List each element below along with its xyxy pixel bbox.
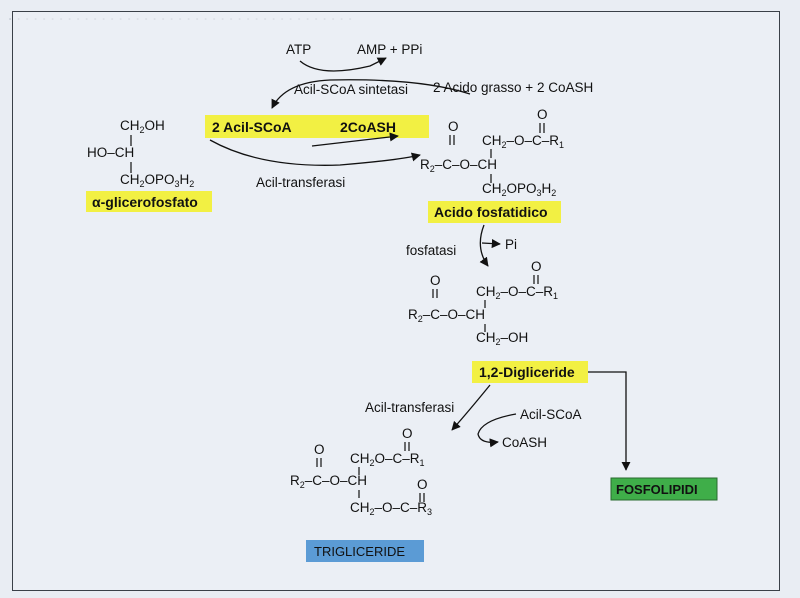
acil-transferasi-2-label: Acil-transferasi	[365, 400, 454, 415]
dg-ch2oh: CH2–OH	[476, 330, 528, 347]
atp-arrow	[299, 57, 387, 72]
transferase-arrow-1	[209, 139, 421, 166]
pa-top-o2: O	[537, 107, 548, 122]
glycerol-hoch: HO–CH	[87, 145, 134, 160]
acil-scoa-label: Acil-SCoA	[520, 407, 582, 422]
pi-label: Pi	[505, 237, 517, 252]
pa-top-o: O	[448, 119, 459, 134]
coash-arrow	[311, 132, 399, 147]
alfa-glicerofosfato-box	[86, 191, 212, 212]
tg-ch2ocr3: CH2–O–C–R3	[350, 500, 432, 517]
synthetase-arrow	[271, 79, 471, 109]
amp-ppi-label: AMP + PPi	[357, 42, 422, 57]
acil-scoa-sintetasi-label: Acil-SCoA sintetasi	[294, 82, 408, 97]
fosfolipidi-box	[610, 477, 718, 501]
glycerol-ch2opo3h2: CH2OPO3H2	[120, 172, 194, 189]
acil-scoa-box	[205, 115, 429, 138]
transferase-arrow-2	[451, 384, 491, 431]
acido-fosfatidico-box	[428, 201, 561, 223]
pa-ch2ocr1: CH2–O–C–R1	[482, 133, 564, 150]
coash-2-label: 2CoASH	[340, 119, 396, 135]
pa-r2: R2–C–O–CH	[420, 157, 497, 174]
trigliceride-label: TRIGLICERIDE	[314, 544, 405, 559]
fosfolipidi-arrow	[588, 371, 631, 471]
tg-r2: R2–C–O–CH	[290, 473, 367, 490]
alfa-glicerofosfato-label: α-glicerofosfato	[92, 194, 198, 210]
digliceride-label: 1,2-Digliceride	[479, 364, 575, 380]
trigliceride-box	[306, 540, 424, 562]
acido-grasso-label: 2 Acido grasso + 2 CoASH	[433, 80, 593, 95]
tg-o3: O	[417, 477, 428, 492]
acil-scoa-coash-arrow	[477, 413, 517, 448]
fosfatasi-arrow	[479, 224, 489, 267]
dg-r2: R2–C–O–CH	[408, 307, 485, 324]
acido-fosfatidico-label: Acido fosfatidico	[434, 204, 548, 220]
glycerol-ch2oh: CH2OH	[120, 118, 165, 135]
pa-ch2opo3h2: CH2OPO3H2	[482, 181, 556, 198]
acil-scoa-2-label: 2 Acil-SCoA	[212, 119, 292, 135]
coash-label: CoASH	[502, 435, 547, 450]
fosfatasi-label: fosfatasi	[406, 243, 456, 258]
dg-o1: O	[430, 273, 441, 288]
dg-ch2ocr1: CH2–O–C–R1	[476, 284, 558, 301]
atp-label: ATP	[286, 42, 311, 57]
fosfolipidi-label: FOSFOLIPIDI	[616, 482, 698, 497]
dg-o2: O	[531, 259, 542, 274]
acil-transferasi-1-label: Acil-transferasi	[256, 175, 345, 190]
tg-o1: O	[314, 442, 325, 457]
tg-ch2ocr1: CH2O–C–R1	[350, 451, 425, 468]
tg-o2: O	[402, 426, 413, 441]
pi-arrow	[481, 239, 501, 249]
digliceride-box	[472, 361, 588, 383]
